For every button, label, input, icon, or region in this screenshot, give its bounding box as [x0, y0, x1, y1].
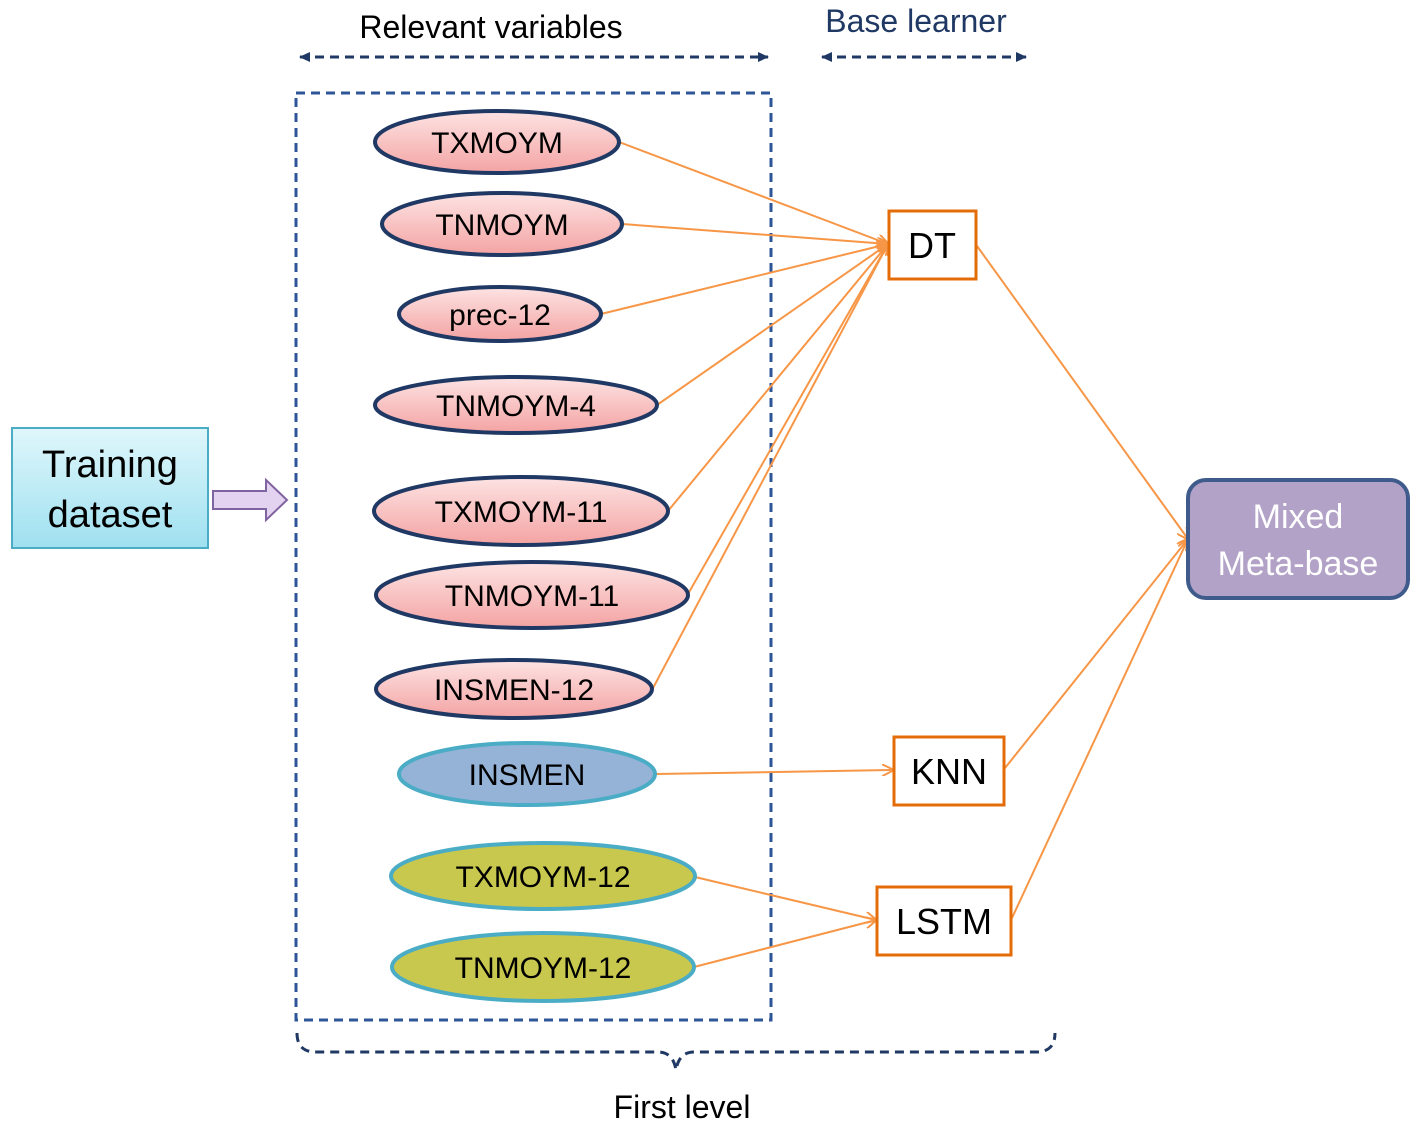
connector-tnmoym12-lstm — [693, 920, 876, 968]
training-dataset-label-line1: Training — [42, 444, 178, 486]
variable-node-txmoym11: TXMOYM-11 — [372, 475, 670, 547]
base-learner-heading: Base learner — [825, 3, 1007, 39]
learner-label-lstm: LSTM — [896, 901, 992, 942]
variable-label-txmoym12: TXMOYM-12 — [455, 861, 630, 894]
learner-node-lstm: LSTM — [875, 885, 1013, 957]
meta-base-node: Mixed Meta-base — [1186, 478, 1410, 600]
relevant-variables-heading: Relevant variables — [359, 9, 622, 45]
connector-txmoym-dt — [618, 141, 888, 244]
variable-node-tnmoym: TNMOYM — [380, 191, 624, 257]
connector-dt-meta — [976, 245, 1188, 539]
variable-label-tnmoym11: TNMOYM-11 — [445, 580, 619, 613]
connectors — [600, 141, 1188, 968]
variable-label-txmoym: TXMOYM — [431, 127, 563, 160]
variable-label-tnmoym12: TNMOYM-12 — [455, 952, 632, 985]
connector-tnmoym4-dt — [656, 244, 888, 406]
variable-node-txmoym: TXMOYM — [373, 109, 621, 175]
variable-node-prec12: prec-12 — [397, 285, 603, 343]
variable-node-tnmoym12: TNMOYM-12 — [390, 931, 696, 1003]
variable-label-tnmoym: TNMOYM — [435, 209, 568, 242]
connector-tnmoym-dt — [621, 223, 888, 244]
variable-label-prec12: prec-12 — [449, 299, 551, 332]
relevant-variables-container — [294, 91, 773, 1022]
connector-prec12-dt — [600, 244, 888, 315]
variable-node-insmen12: INSMEN-12 — [374, 658, 654, 720]
variable-label-insmen12: INSMEN-12 — [434, 674, 594, 707]
variable-node-tnmoym11: TNMOYM-11 — [374, 560, 690, 630]
connector-txmoym11-dt — [667, 244, 888, 512]
connector-insmen12-dt — [651, 244, 888, 691]
training-dataset-label-line2: dataset — [48, 494, 173, 536]
input-arrow-icon — [212, 477, 289, 523]
learner-label-knn: KNN — [911, 751, 987, 792]
meta-base-label-line2: Meta-base — [1218, 545, 1379, 583]
first-level-label: First level — [614, 1089, 751, 1125]
connector-tnmoym11-dt — [687, 244, 888, 595]
connector-lstm-meta — [1011, 539, 1188, 919]
learner-label-dt: DT — [908, 225, 956, 266]
learner-node-knn: KNN — [892, 735, 1006, 807]
variable-label-tnmoym4: TNMOYM-4 — [436, 390, 596, 423]
learner-node-dt: DT — [887, 209, 978, 281]
connector-txmoym12-lstm — [694, 876, 876, 920]
variable-node-txmoym12: TXMOYM-12 — [389, 841, 697, 911]
meta-base-label-line1: Mixed — [1253, 498, 1344, 536]
variable-node-insmen: INSMEN — [397, 741, 657, 807]
connector-knn-meta — [1004, 539, 1188, 769]
training-dataset-box — [11, 427, 209, 549]
connector-insmen-knn — [655, 770, 893, 774]
first-level-brace — [295, 1032, 1057, 1071]
variable-label-txmoym11: TXMOYM-11 — [435, 496, 608, 529]
variable-node-tnmoym4: TNMOYM-4 — [373, 375, 659, 435]
variable-label-insmen: INSMEN — [469, 759, 586, 792]
